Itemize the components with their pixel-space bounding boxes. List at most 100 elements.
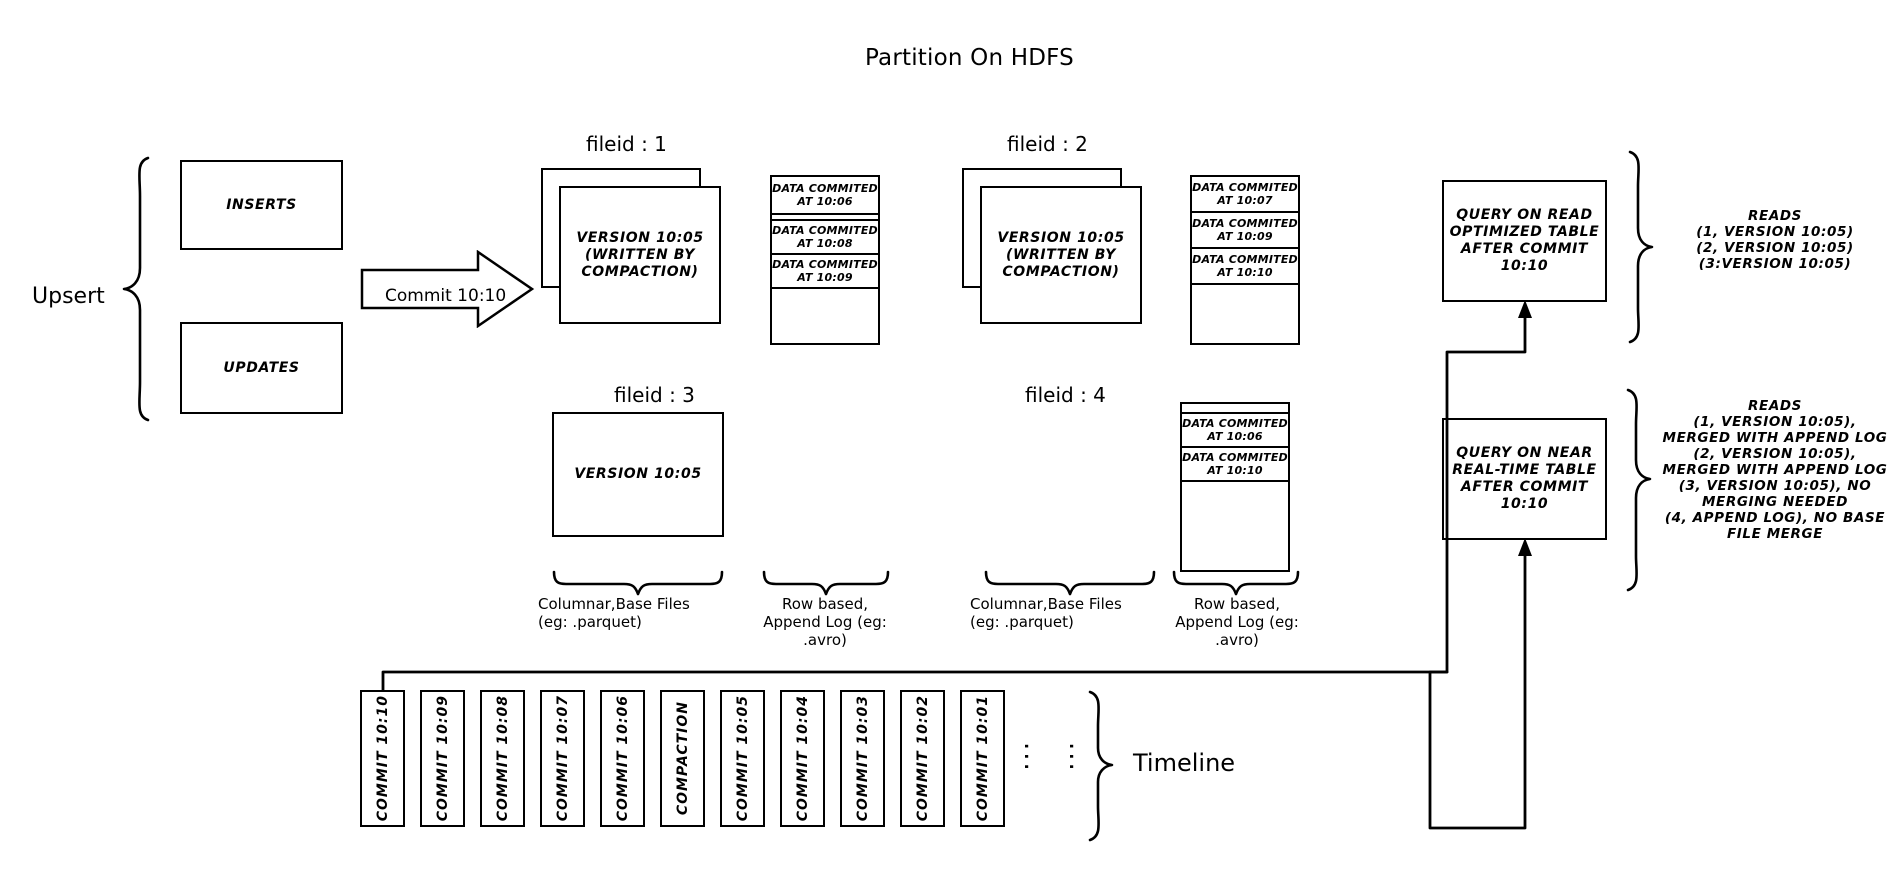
log-cell: DATA COMMITED AT 10:10	[1190, 247, 1300, 285]
columnar-caption-right: Columnar,Base Files (eg: .parquet)	[970, 595, 1170, 631]
query-read-optimized-line-1: QUERY ON READ	[1456, 207, 1593, 223]
fileid-1-base-line-2: (WRITTEN BY	[584, 246, 696, 263]
query-near-realtime-line-3: AFTER COMMIT	[1460, 479, 1589, 495]
log-cell: DATA COMMITED AT 10:09	[1190, 211, 1300, 249]
log-cell-line-1: DATA COMMITED	[1192, 217, 1298, 230]
timeline-box-label: COMMIT 10:03	[854, 695, 871, 822]
log-cell-line-1: DATA COMMITED	[1182, 451, 1288, 464]
log-cell-line-2: AT 10:07	[1217, 194, 1273, 207]
fileid-3-label: fileid : 3	[614, 383, 695, 407]
rowlog-brace-right	[1172, 570, 1300, 596]
query-read-optimized-line-3: AFTER COMMIT	[1460, 241, 1589, 257]
rowlog-caption-right-line-1: Row based,	[1193, 595, 1280, 613]
updates-label: UPDATES	[223, 359, 300, 376]
columnar-caption-left-line-1: Columnar,Base Files	[538, 595, 690, 613]
log-cell-line-2: AT 10:09	[1217, 230, 1273, 243]
log-cell-line-2: AT 10:10	[1207, 464, 1263, 477]
reads-nrt-line-2: (1, VERSION 10:05),	[1693, 414, 1857, 430]
timeline-box-label: COMMIT 10:10	[374, 695, 391, 822]
connector-timeline-to-near-realtime	[1428, 548, 1527, 830]
log-cell-line-2: AT 10:08	[797, 237, 853, 250]
query-near-realtime-line-4: 10:10	[1500, 496, 1549, 512]
reads-nrt-line-8: (4, APPEND LOG), NO BASE	[1664, 510, 1886, 526]
arrowhead-near-realtime	[1518, 538, 1532, 556]
fileid-2-base-line-2: (WRITTEN BY	[1005, 246, 1117, 263]
log-cell: DATA COMMITED AT 10:06	[1180, 412, 1290, 448]
reads-nrt-line-6: (3, VERSION 10:05), NO	[1678, 478, 1872, 494]
fileid-2-label: fileid : 2	[1007, 132, 1088, 156]
log-cell: DATA COMMITED AT 10:06	[770, 175, 880, 215]
query-near-realtime-box[interactable]: QUERY ON NEAR REAL-TIME TABLE AFTER COMM…	[1442, 418, 1607, 540]
columnar-brace-left	[552, 570, 724, 596]
log-cell-line-1: DATA COMMITED	[772, 258, 878, 271]
timeline-brace	[1088, 690, 1114, 842]
commit-arrow	[360, 249, 535, 332]
query-read-optimized-line-4: 10:10	[1500, 258, 1549, 274]
timeline-ellipsis-2: ...	[1063, 742, 1093, 773]
rowlog-caption-left-line-3: .avro)	[803, 631, 847, 649]
timeline-box-commit-1005[interactable]: COMMIT 10:05	[720, 690, 765, 827]
timeline-box-label: COMPACTION	[674, 701, 691, 816]
fileid-1-log-file: DATA COMMITED AT 10:06 DATA COMMITED AT …	[770, 175, 880, 345]
reads-nrt-line-7: MERGING NEEDED	[1701, 494, 1848, 510]
log-cell-line-2: AT 10:10	[1217, 266, 1273, 279]
timeline-box-commit-1007[interactable]: COMMIT 10:07	[540, 690, 585, 827]
rowlog-caption-right: Row based, Append Log (eg: .avro)	[1152, 595, 1322, 649]
fileid-2-base-line-1: VERSION 10:05	[997, 229, 1125, 246]
timeline-box-compaction[interactable]: COMPACTION	[660, 690, 705, 827]
log-cell-line-2: AT 10:06	[797, 195, 853, 208]
columnar-caption-left-line-2: (eg: .parquet)	[538, 613, 642, 631]
fileid-1-label: fileid : 1	[586, 132, 667, 156]
timeline-box-commit-1001[interactable]: COMMIT 10:01	[960, 690, 1005, 827]
fileid-2-log-file: DATA COMMITED AT 10:07 DATA COMMITED AT …	[1190, 175, 1300, 345]
timeline-box-commit-1006[interactable]: COMMIT 10:06	[600, 690, 645, 827]
timeline-box-commit-1008[interactable]: COMMIT 10:08	[480, 690, 525, 827]
timeline-box-commit-1003[interactable]: COMMIT 10:03	[840, 690, 885, 827]
log-cell-line-1: DATA COMMITED	[1192, 181, 1298, 194]
updates-box: UPDATES	[180, 322, 343, 414]
fileid-2-base-line-3: COMPACTION)	[1002, 263, 1120, 280]
log-cell: DATA COMMITED AT 10:08	[770, 219, 880, 255]
fileid-2-base-file: VERSION 10:05 (WRITTEN BY COMPACTION)	[980, 186, 1142, 324]
arrowhead-read-optimized	[1518, 300, 1532, 318]
timeline-box-label: COMMIT 10:07	[554, 695, 571, 822]
fileid-3-base-file: VERSION 10:05	[552, 412, 724, 537]
reads-ro-line-1: READS	[1748, 208, 1802, 224]
reads-ro-line-2: (1, VERSION 10:05)	[1696, 224, 1854, 240]
query-near-realtime-line-1: QUERY ON NEAR	[1456, 445, 1593, 461]
reads-nrt-line-9: FILE MERGE	[1726, 526, 1824, 542]
reads-brace-read-optimized	[1628, 150, 1654, 344]
reads-nrt-line-4: (2, VERSION 10:05),	[1693, 446, 1857, 462]
reads-ro-line-3: (2, VERSION 10:05)	[1696, 240, 1854, 256]
rowlog-caption-right-line-3: .avro)	[1215, 631, 1259, 649]
timeline-box-label: COMMIT 10:02	[914, 695, 931, 822]
log-cell: DATA COMMITED AT 10:07	[1190, 175, 1300, 213]
fileid-3-base-line-1: VERSION 10:05	[574, 466, 702, 482]
reads-nrt-line-3: MERGED WITH APPEND LOG	[1662, 430, 1888, 446]
query-read-optimized-line-2: OPTIMIZED TABLE	[1449, 224, 1600, 240]
timeline-ellipsis-1: ...	[1018, 742, 1048, 773]
reads-ro-line-4: (3:VERSION 10:05)	[1698, 256, 1852, 272]
timeline-box-commit-1009[interactable]: COMMIT 10:09	[420, 690, 465, 827]
upsert-label: Upsert	[32, 284, 105, 309]
rowlog-caption-right-line-2: Append Log (eg:	[1175, 613, 1299, 631]
columnar-brace-right	[984, 570, 1156, 596]
timeline-box-commit-1002[interactable]: COMMIT 10:02	[900, 690, 945, 827]
inserts-label: INSERTS	[226, 196, 297, 213]
columnar-caption-right-line-2: (eg: .parquet)	[970, 613, 1074, 631]
timeline-box-label: COMMIT 10:04	[794, 695, 811, 822]
timeline-box-commit-1004[interactable]: COMMIT 10:04	[780, 690, 825, 827]
page-title: Partition On HDFS	[865, 45, 1074, 71]
rowlog-caption-left-line-1: Row based,	[781, 595, 868, 613]
log-cell-line-2: AT 10:09	[797, 271, 853, 284]
timeline-box-commit-1010[interactable]: COMMIT 10:10	[360, 690, 405, 827]
query-read-optimized-box[interactable]: QUERY ON READ OPTIMIZED TABLE AFTER COMM…	[1442, 180, 1607, 302]
fileid-1-base-line-3: COMPACTION)	[581, 263, 699, 280]
reads-near-realtime: READS (1, VERSION 10:05), MERGED WITH AP…	[1640, 398, 1900, 542]
log-cell-line-2: AT 10:06	[1207, 430, 1263, 443]
rowlog-caption-left-line-2: Append Log (eg:	[763, 613, 887, 631]
log-cell-line-1: DATA COMMITED	[1182, 417, 1288, 430]
rowlog-caption-left: Row based, Append Log (eg: .avro)	[740, 595, 910, 649]
